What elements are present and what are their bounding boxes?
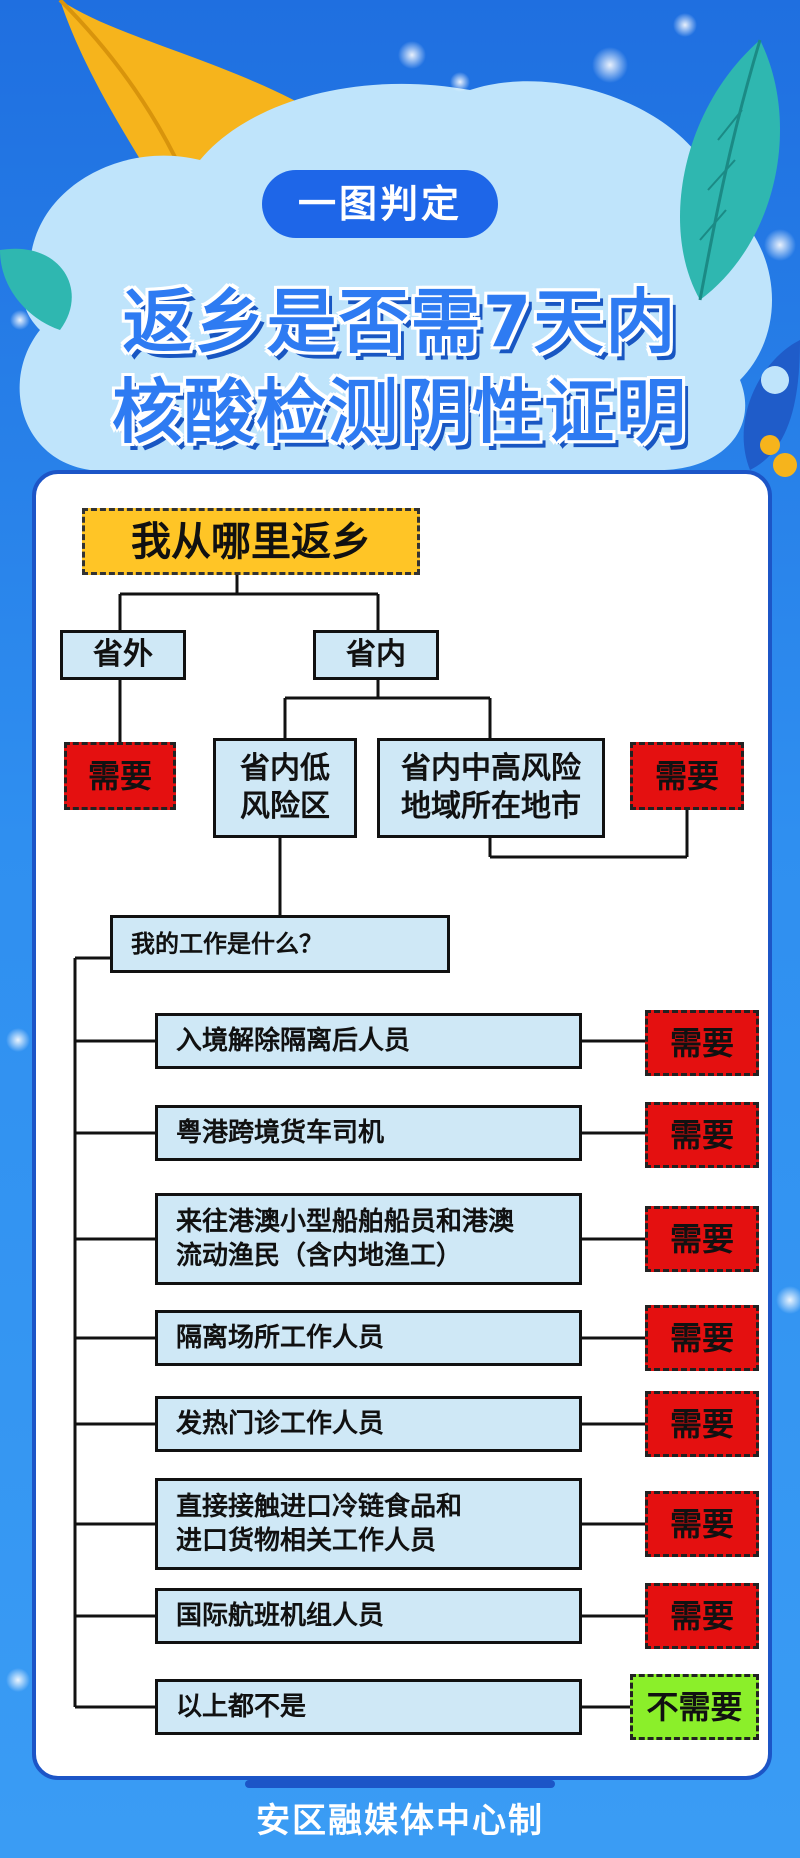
footer-credit: 安区融媒体中心制 [256,1801,544,1841]
question-node: 我的工作是什么？ [110,915,450,973]
no-need-badge: 不需要 [630,1674,759,1740]
job-node: 以上都不是 [155,1679,582,1735]
need-badge: 需要 [630,742,744,810]
job-node: 隔离场所工作人员 [155,1310,582,1366]
cloud-decoration [19,81,773,471]
mid-high-risk-node: 省内中高风险 地域所在地市 [377,738,605,838]
low-risk-node: 省内低 风险区 [213,738,357,838]
need-badge: 需要 [645,1010,759,1076]
outside-province-node: 省外 [60,630,186,680]
need-badge: 需要 [645,1102,759,1168]
job-node: 国际航班机组人员 [155,1588,582,1644]
job-node: 发热门诊工作人员 [155,1396,582,1452]
root-node: 我从哪里返乡 [82,508,420,575]
job-node: 入境解除隔离后人员 [155,1013,582,1069]
header-badge: 一图判定 [262,170,498,238]
need-badge: 需要 [64,742,176,810]
job-node: 直接接触进口冷链食品和 进口货物相关工作人员 [155,1478,582,1570]
title-line-1: 返乡是否需7天内 [122,281,678,363]
need-badge: 需要 [645,1583,759,1649]
footer-bar [245,1780,555,1788]
need-badge: 需要 [645,1391,759,1457]
inside-province-node: 省内 [313,630,439,680]
need-badge: 需要 [645,1305,759,1371]
title-line-2: 核酸检测阴性证明 [112,371,688,453]
job-node: 来往港澳小型船舶船员和港澳 流动渔民（含内地渔工） [155,1193,582,1285]
job-node: 粤港跨境货车司机 [155,1105,582,1161]
need-badge: 需要 [645,1206,759,1272]
need-badge: 需要 [645,1491,759,1557]
